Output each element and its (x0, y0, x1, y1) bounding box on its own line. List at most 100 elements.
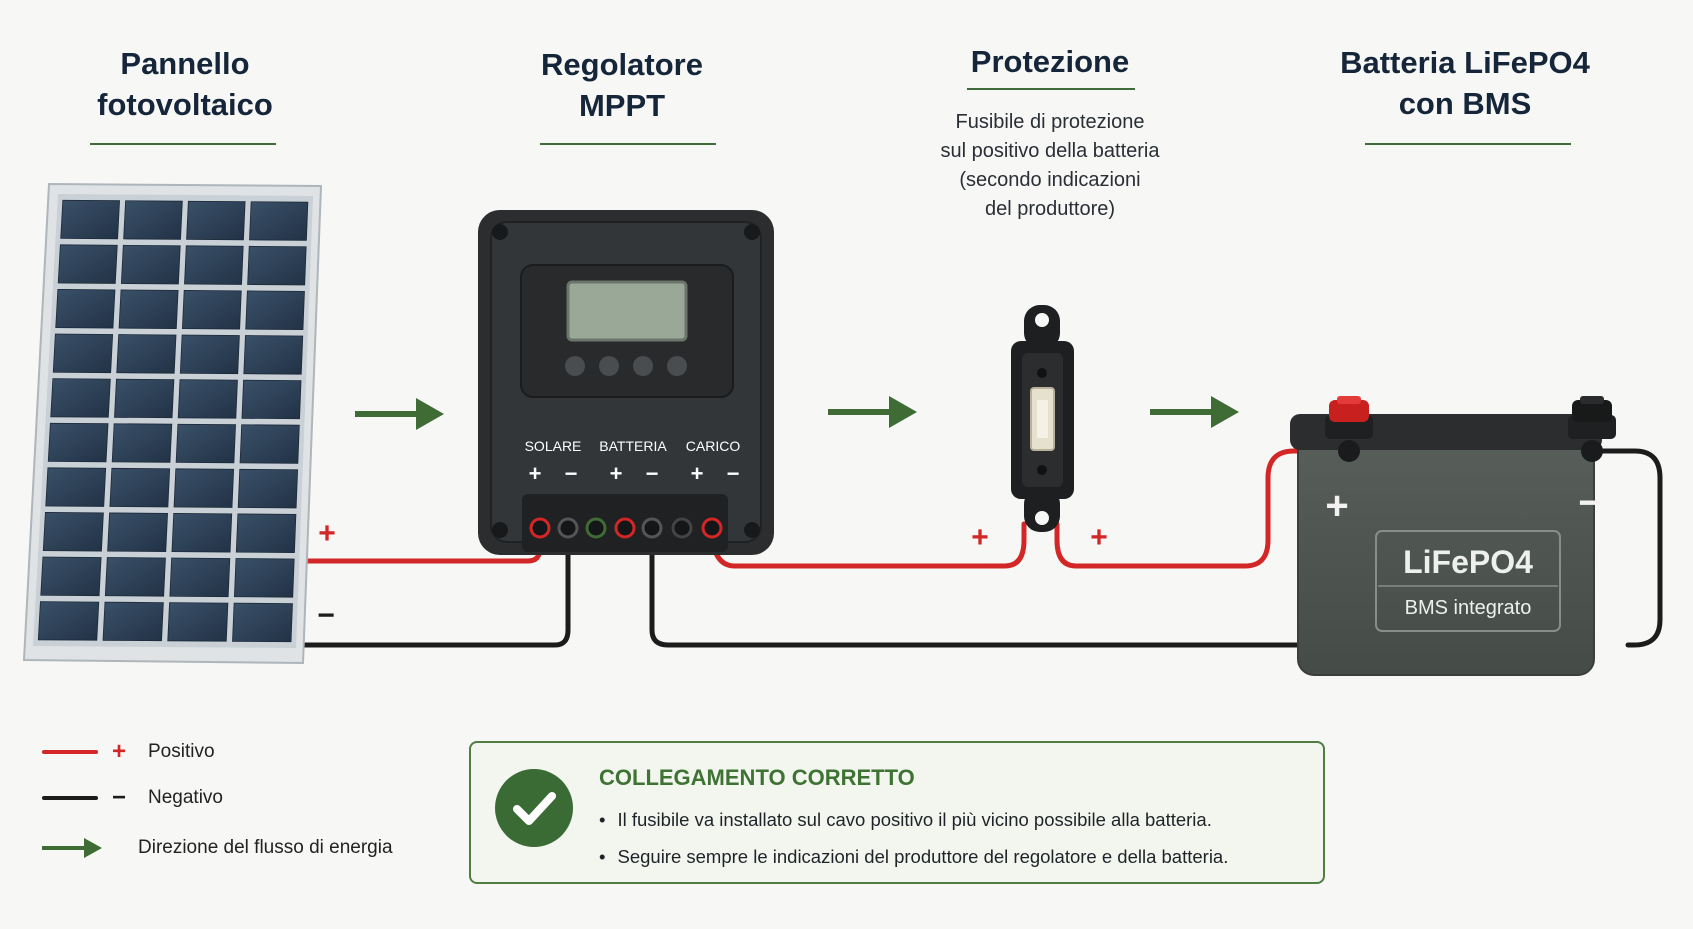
terminal-label-load: CARICO (686, 438, 741, 454)
heading-controller-line1: Regolatore (541, 47, 703, 82)
solar-cell (123, 200, 183, 240)
terminal-label-solar: SOLARE (525, 438, 582, 454)
solar-cell (47, 422, 109, 463)
fuse-to-battery-wire (1054, 448, 1343, 569)
panel-plus-sign: + (318, 517, 336, 550)
solar-cell (111, 423, 173, 463)
positive-wires (300, 448, 1343, 569)
solar-cell (175, 423, 236, 464)
solar-cell (173, 468, 235, 508)
terminal-label-battery: BATTERIA (599, 438, 667, 454)
solar-cell (239, 424, 300, 464)
terminal-sign-battery-minus: − (646, 461, 659, 486)
solar-cell (120, 244, 181, 285)
legend-negative-label: Negativo (148, 787, 223, 808)
solar-cell (57, 244, 118, 284)
solar-cell (181, 290, 242, 330)
protection-note-line2: sul positivo della batteria (940, 140, 1160, 162)
solar-cell (60, 199, 120, 240)
legend-positive-sign: + (111, 738, 126, 765)
terminal-sign-solar-plus: + (529, 461, 542, 486)
solar-cell (118, 289, 179, 329)
solar-cell (179, 334, 240, 375)
legend-flow: Direzione del flusso di energia (42, 837, 393, 859)
panel-minus-sign: − (317, 599, 335, 632)
legend-positive-line (42, 750, 98, 754)
solar-cell (42, 512, 104, 552)
legend-positive-label: Positivo (148, 741, 215, 762)
solar-cell (245, 290, 305, 330)
heading-protection-line1: Protezione (970, 44, 1130, 79)
heading-controller-line2: MPPT (578, 88, 666, 123)
terminal-sign-load-plus: + (691, 461, 704, 486)
solar-cell (55, 289, 116, 329)
solar-cell (186, 200, 246, 241)
solar-cell (45, 467, 107, 507)
battery-plus-sign: + (1325, 484, 1348, 528)
heading-battery-line2: con BMS (1398, 86, 1532, 121)
solar-cell (171, 513, 233, 553)
heading-controller: Regolatore MPPT (512, 44, 732, 126)
callout-bullet: Seguire sempre le indicazioni del produt… (599, 838, 1228, 875)
callout-title: COLLEGAMENTO CORRETTO (599, 765, 915, 790)
fuse-holder-icon (1011, 305, 1074, 532)
battery-chemistry-label: LiFePO4 (1403, 544, 1533, 580)
solar-panel-icon (22, 182, 323, 665)
legend-positive: + Positivo (42, 738, 215, 766)
heading-battery-underline (1365, 143, 1571, 145)
battery-icon: LiFePO4 BMS integrato + − (1290, 396, 1616, 676)
checkmark-glyph (513, 792, 556, 825)
solar-cell (233, 558, 295, 598)
solar-cell (50, 378, 111, 418)
solar-cell (37, 601, 100, 641)
legend-flow-label: Direzione del flusso di energia (138, 837, 393, 858)
solar-cell (109, 467, 171, 508)
solar-cell (177, 379, 238, 419)
solar-cell (243, 335, 304, 375)
checkmark-icon (495, 769, 573, 847)
solar-cell (184, 245, 244, 285)
battery-bms-label: BMS integrato (1405, 597, 1532, 619)
solar-cell (247, 245, 307, 286)
legend-negative-sign: − (111, 784, 126, 811)
terminal-sign-battery-plus: + (610, 461, 623, 486)
heading-panel-line1: Pannello (120, 46, 250, 81)
arrow-right-icon (42, 838, 102, 858)
panel-cells (37, 199, 309, 643)
terminal-sign-load-minus: − (727, 461, 740, 486)
fuse-right-plus-sign: + (1090, 521, 1108, 554)
callout-bullets: Il fusibile va installato sul cavo posit… (599, 801, 1228, 875)
battery-negative-wire (649, 525, 1308, 648)
legend-negative-line (42, 796, 98, 800)
solar-cell (167, 602, 229, 642)
protection-note-line4: del produttore) (984, 198, 1116, 220)
solar-cell (107, 512, 168, 552)
heading-panel: Pannello fotovoltaico (75, 43, 295, 125)
heading-battery-line1: Batteria LiFePO4 (1340, 45, 1590, 80)
solar-cell (102, 601, 164, 642)
solar-cell (169, 557, 231, 598)
solar-cell (52, 333, 114, 374)
heading-controller-underline (540, 143, 716, 145)
fuse-left-plus-sign: + (971, 521, 989, 554)
battery-negative-lead (1572, 448, 1663, 648)
arrow-right-icon (828, 396, 917, 428)
heading-panel-underline (90, 143, 276, 145)
callout-bullet: Il fusibile va installato sul cavo posit… (599, 801, 1228, 838)
solar-cell (116, 334, 177, 374)
heading-protection: Protezione (935, 41, 1165, 82)
arrow-right-icon (1150, 396, 1239, 428)
solar-cell (114, 378, 175, 419)
heading-protection-underline (967, 88, 1135, 90)
solar-cell (104, 557, 166, 597)
solar-cell (237, 468, 299, 509)
solar-cell (249, 201, 309, 241)
panel-negative-wire (297, 525, 571, 648)
arrow-right-icon (355, 398, 444, 430)
battery-minus-sign: − (1578, 481, 1601, 525)
protection-note-line3: (secondo indicazioni (959, 169, 1141, 191)
controller-terminals (529, 517, 723, 539)
negative-wires (297, 448, 1663, 648)
protection-note-line1: Fusibile di protezione (955, 111, 1145, 133)
